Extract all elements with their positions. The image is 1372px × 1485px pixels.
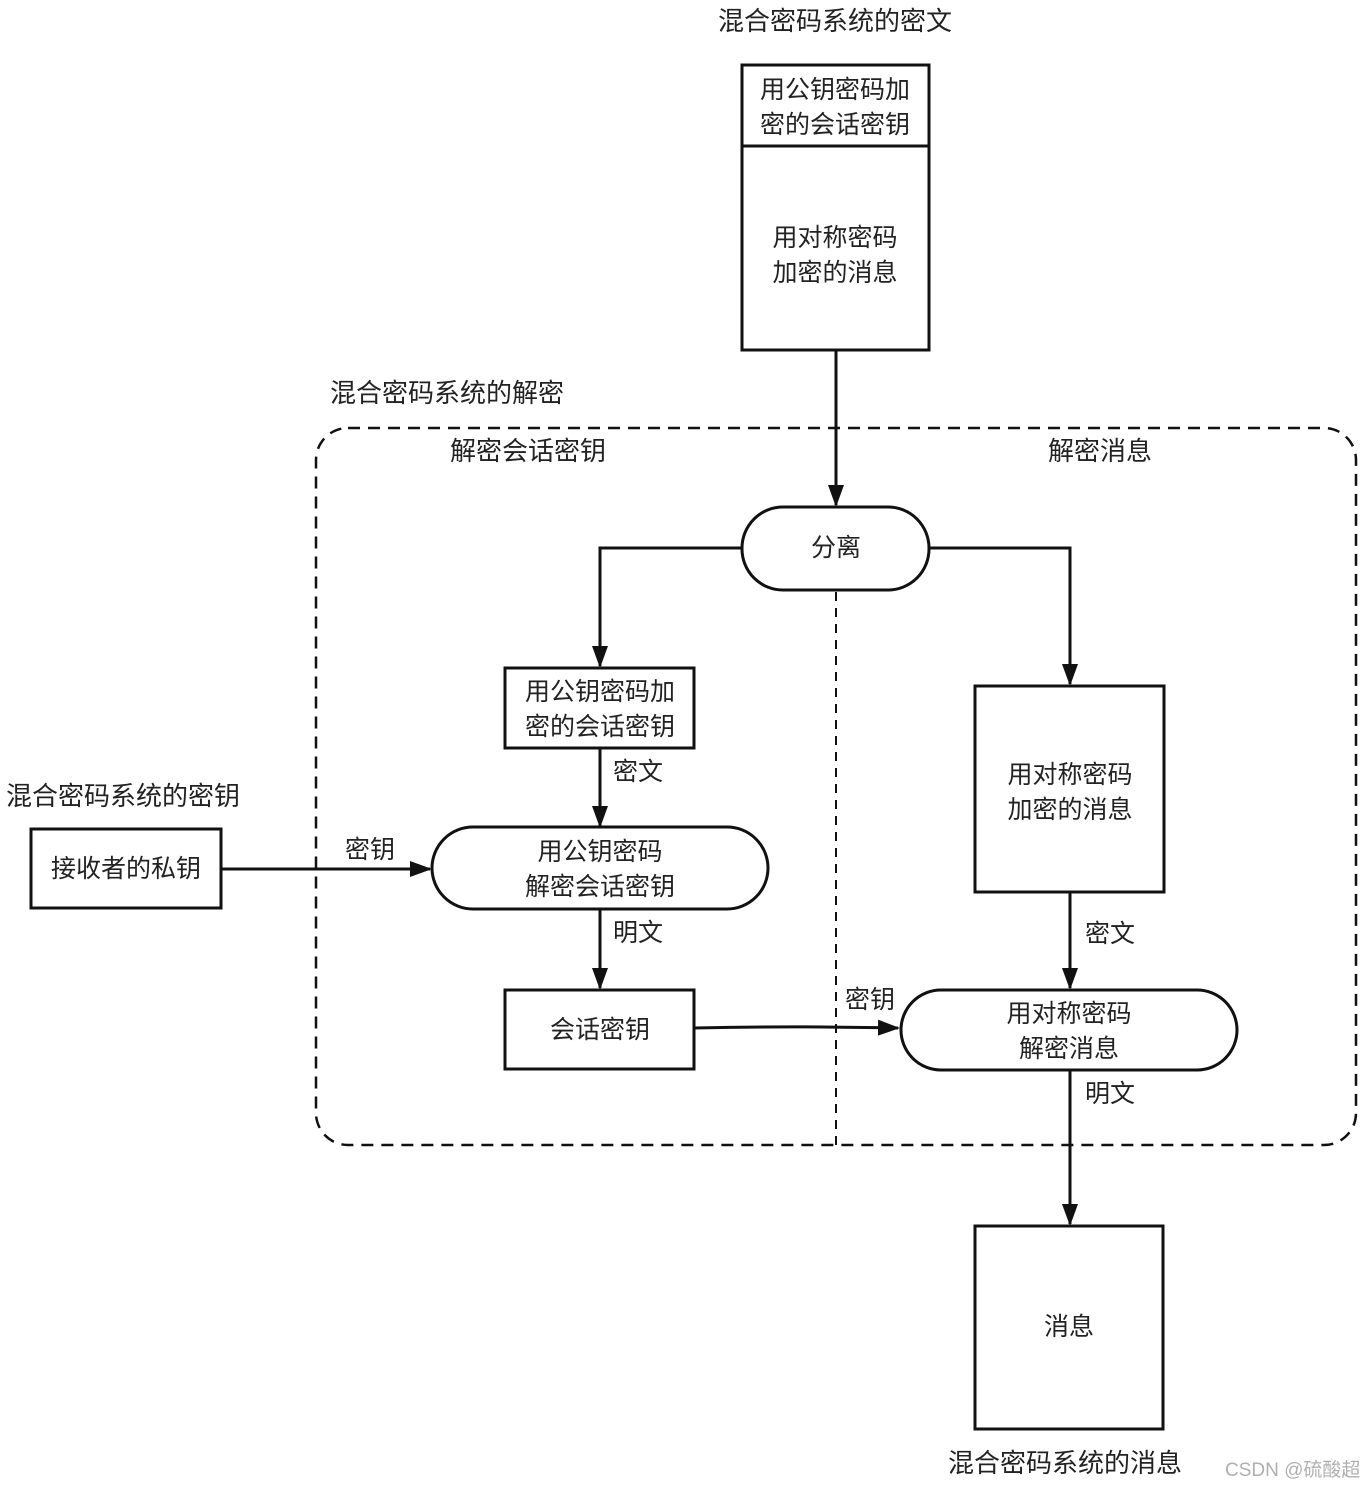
decrypt-session-key-section-label: 解密会话密钥 [450,437,606,467]
edge-session-key-to-sym-decrypt [693,1019,900,1036]
sym-decrypt-line-2: 解密消息 [1019,1034,1119,1063]
ciphertext-title: 混合密码系统的密文 [718,7,952,37]
private-key-box [29,827,223,910]
message-box [973,1224,1165,1431]
message-title: 混合密码系统的消息 [948,1449,1182,1479]
sym-decrypt-line-1: 用对称密码 [1006,999,1131,1028]
message-label: 消息 [1044,1312,1094,1341]
pk-decrypt-line-2: 解密会话密钥 [525,872,675,901]
edge-label-plaintext-1: 明文 [613,918,663,947]
session-key-box [503,988,696,1071]
encrypted-session-key-top-line-1: 用公钥密码加 [760,75,910,104]
encrypted-session-key-top-label: 用公钥密码加 密的会话密钥 [760,75,910,139]
edge-separate-to-message [929,546,1078,686]
encrypted-session-key-line-2: 密的会话密钥 [525,712,675,741]
encrypted-message-top-line-2: 加密的消息 [772,258,897,287]
separate-label: 分离 [811,533,861,562]
decrypt-title: 混合密码系统的解密 [330,379,564,409]
edge-separate-to-session-key [592,546,742,668]
edge-label-ciphertext-2: 密文 [1085,919,1135,948]
encrypted-message-top-label: 用对称密码 加密的消息 [772,223,897,287]
decrypt-message-section-label: 解密消息 [1048,437,1152,467]
edge-label-key-1: 密钥 [345,835,395,864]
encrypted-session-key-box [503,666,696,750]
private-key-label: 接收者的私钥 [51,854,201,883]
ciphertext-block [740,63,931,352]
key-title: 混合密码系统的密钥 [6,782,240,812]
session-key-label: 会话密钥 [550,1015,650,1044]
edge-label-ciphertext-1: 密文 [613,757,663,786]
pk-decrypt-line-1: 用公钥密码 [537,837,662,866]
edge-label-key-2: 密钥 [845,985,895,1014]
encrypted-message-top-line-1: 用对称密码 [772,223,897,252]
edge-label-plaintext-2: 明文 [1085,1079,1135,1108]
encrypted-message-box [973,684,1166,894]
encrypted-session-key-top-line-2: 密的会话密钥 [760,110,910,139]
encrypted-message-line-2: 加密的消息 [1007,795,1132,824]
encrypted-session-key-line-1: 用公钥密码加 [525,677,675,706]
watermark: CSDN @硫酸超 [1225,1459,1360,1481]
encrypted-message-line-1: 用对称密码 [1007,760,1132,789]
